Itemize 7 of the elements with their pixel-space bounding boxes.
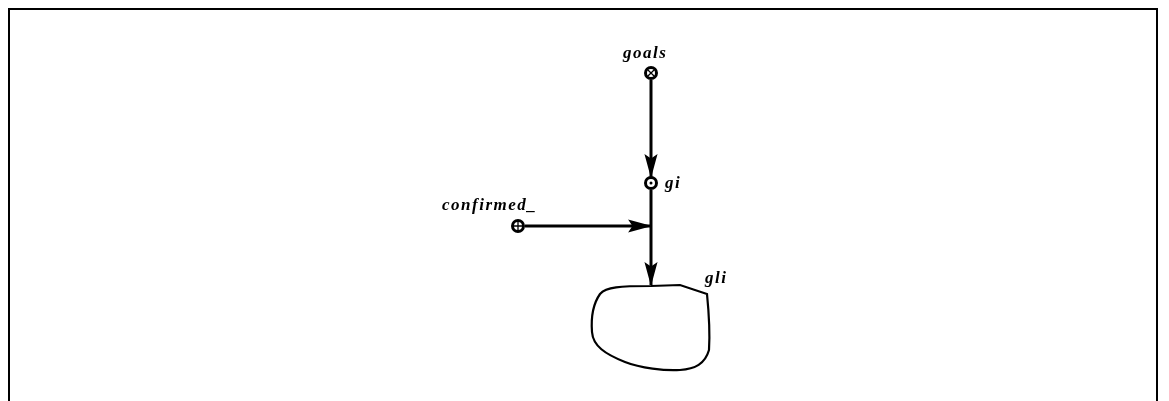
- arrow: [644, 80, 658, 179]
- node-label: confirmed_: [442, 196, 538, 213]
- arrow: [525, 219, 653, 233]
- arrow: [644, 190, 658, 287]
- node-label: gi: [665, 174, 682, 191]
- node-label: gli: [705, 269, 728, 286]
- node-label: goals: [623, 44, 668, 61]
